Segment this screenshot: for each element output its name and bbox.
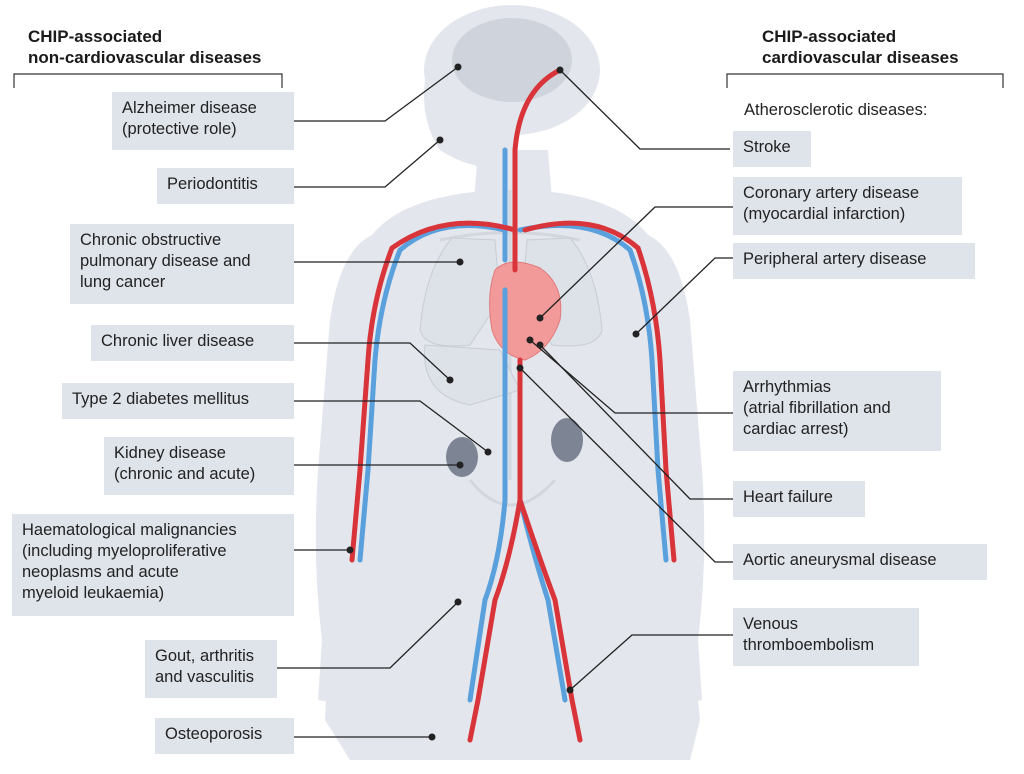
label-line: Kidney disease (114, 444, 226, 462)
label-copd: Chronic obstructive pulmonary disease an… (70, 224, 294, 304)
right-bracket (726, 73, 1004, 88)
label-periodontitis: Periodontitis (157, 168, 294, 204)
label-line: (including myeloproliferative (22, 542, 227, 560)
label-gout: Gout, arthritis and vasculitis (145, 640, 277, 698)
label-line: and vasculitis (155, 668, 255, 686)
left-header-line-2: non-cardiovascular diseases (28, 48, 262, 67)
right-kidney-shape (551, 418, 583, 462)
label-line: (atrial fibrillation and (743, 399, 891, 417)
label-line: Peripheral artery disease (743, 250, 927, 268)
label-alzheimer: Alzheimer disease (protective role) (112, 92, 294, 150)
leader-dots (346, 63, 640, 741)
label-line: lung cancer (80, 273, 166, 291)
body-silhouette (315, 5, 705, 760)
label-line: Stroke (743, 138, 791, 156)
label-line: Aortic aneurysmal disease (743, 551, 937, 569)
leader-diabetes (294, 400, 489, 453)
face-shape (424, 80, 520, 169)
label-line: Osteoporosis (165, 725, 263, 743)
label-line: Arrhythmias (743, 378, 832, 396)
label-line: cardiac arrest) (743, 420, 849, 438)
label-aortic: Aortic aneurysmal disease (733, 544, 987, 580)
leader-stroke (559, 69, 730, 150)
left-header-line-1: CHIP-associated (28, 27, 163, 46)
label-line: (chronic and acute) (114, 465, 256, 483)
label-line: myeloid leukaemia) (22, 584, 165, 602)
leader-alzheimer (294, 66, 459, 122)
leader-pad (635, 257, 733, 335)
left-header: CHIP-associated non-cardiovascular disea… (28, 26, 261, 68)
leader-heart-failure (539, 344, 733, 500)
pelvis-line (468, 478, 557, 507)
leader-venous (569, 634, 733, 691)
label-line: neoplasms and acute (22, 563, 179, 581)
label-arrhythmias: Arrhythmias (atrial fibrillation and car… (733, 371, 941, 451)
torso-shape (325, 192, 700, 760)
label-osteoporosis: Osteoporosis (155, 718, 294, 754)
liver-shape (424, 344, 521, 406)
atherosclerotic-subheading: Atherosclerotic diseases: (744, 101, 928, 119)
label-line: Periodontitis (167, 175, 258, 193)
label-liver: Chronic liver disease (91, 325, 294, 361)
leader-cad (539, 206, 733, 319)
label-line: Gout, arthritis (155, 647, 255, 665)
left-kidney-shape (446, 437, 478, 477)
right-arm-shape (648, 235, 705, 705)
leader-lines (277, 66, 733, 738)
leader-gout (277, 601, 459, 669)
left-bracket (13, 73, 283, 88)
brain-shape (452, 18, 572, 102)
leader-liver (294, 342, 451, 381)
label-line: (myocardial infarction) (743, 205, 906, 223)
leader-periodontitis (294, 139, 441, 188)
label-venous: Venous thromboembolism (733, 608, 919, 666)
header-brackets (13, 73, 1004, 88)
label-line: Heart failure (743, 488, 833, 506)
right-header-line-1: CHIP-associated (762, 27, 897, 46)
leader-aortic (519, 367, 733, 563)
label-haematological: Haematological malignancies (including m… (12, 514, 294, 616)
right-header: CHIP-associated cardiovascular diseases (762, 26, 959, 68)
left-lung-shape (419, 237, 501, 347)
label-heart-failure: Heart failure (733, 481, 865, 517)
right-header-line-2: cardiovascular diseases (762, 48, 959, 67)
label-line: Alzheimer disease (122, 99, 257, 117)
label-coronary: Coronary artery disease (myocardial infa… (733, 177, 962, 235)
label-line: Venous (743, 615, 799, 633)
label-stroke: Stroke (733, 131, 811, 167)
label-line: pulmonary disease and (80, 252, 251, 270)
label-kidney: Kidney disease (chronic and acute) (104, 437, 294, 495)
label-line: Chronic obstructive (80, 231, 222, 249)
clavicle-line (439, 231, 581, 242)
label-line: Type 2 diabetes mellitus (72, 390, 250, 408)
label-peripheral: Peripheral artery disease (733, 243, 975, 279)
label-line: thromboembolism (743, 636, 875, 654)
left-arm-shape (315, 235, 372, 705)
label-line: Chronic liver disease (101, 332, 255, 350)
label-diabetes: Type 2 diabetes mellitus (62, 383, 294, 419)
label-line: Coronary artery disease (743, 184, 920, 202)
label-line: (protective role) (122, 120, 237, 138)
arteries (349, 67, 677, 743)
label-line: Haematological malignancies (22, 521, 237, 539)
